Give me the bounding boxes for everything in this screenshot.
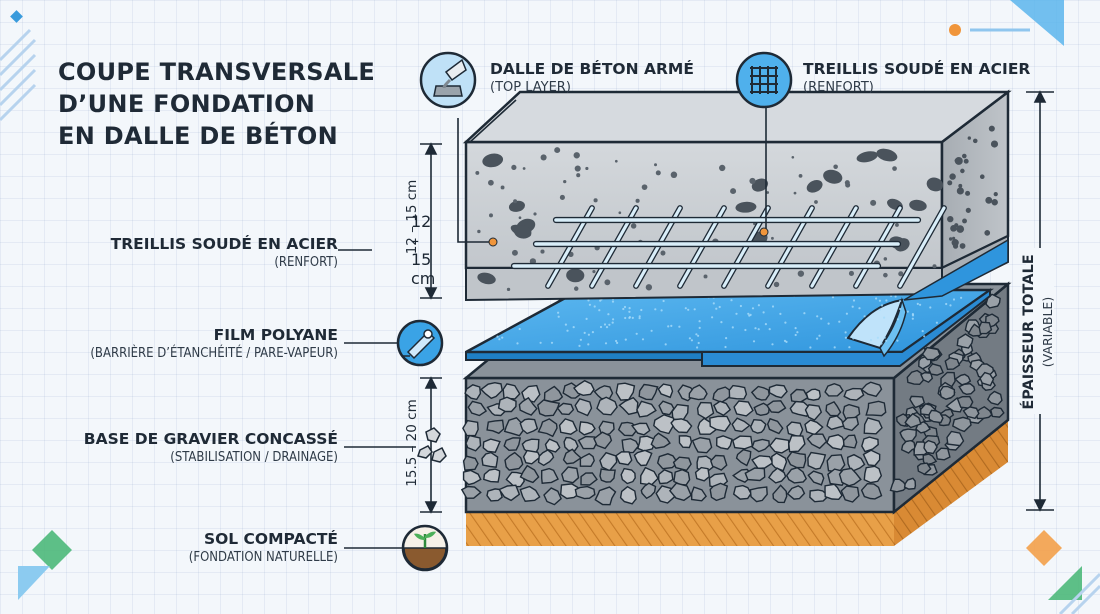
callout-concrete-title: DALLE DE BÉTON ARMÉ	[490, 60, 694, 78]
label-polyane-film: FILM POLYANE (BARRIÈRE D’ÉTANCHÉITÉ / PA…	[18, 325, 338, 363]
label-soil-subtitle: (FONDATION NATURELLE)	[188, 550, 338, 565]
total-thickness-title: ÉPAISSEUR TOTALE	[1021, 254, 1037, 410]
title-line-2: D’UNE FONDATION	[58, 90, 316, 118]
soil-icon	[401, 524, 449, 572]
label-mesh-title: TREILLIS SOUDÉ EN ACIER	[110, 235, 338, 253]
polyane-film	[465, 288, 994, 367]
label-steel-mesh: TREILLIS SOUDÉ EN ACIER (RENFORT)	[18, 234, 338, 272]
label-polyane-title: FILM POLYANE	[213, 326, 338, 344]
label-compacted-soil: SOL COMPACTÉ (FONDATION NATURELLE)	[18, 529, 338, 567]
concrete-slab	[462, 89, 1012, 302]
callout-concrete-slab: DALLE DE BÉTON ARMÉ (TOP LAYER)	[490, 59, 694, 97]
label-mesh-subtitle: (RENFORT)	[274, 255, 338, 270]
dimension-total-label: ÉPAISSEUR TOTALE (VARIABLE)	[1019, 247, 1063, 417]
dimension-slab-label: 12 – 15 cm	[404, 179, 420, 255]
callout-steel-mesh: TREILLIS SOUDÉ EN ACIER (RENFORT)	[803, 59, 1030, 97]
total-thickness-subtitle: (VARIABLE)	[1040, 296, 1055, 368]
title-line-1: COUPE TRANSVERSALE	[58, 58, 376, 86]
label-soil-title: SOL COMPACTÉ	[203, 530, 338, 548]
callout-concrete-subtitle: (TOP LAYER)	[490, 80, 571, 95]
leader-lines	[338, 99, 767, 549]
film-roll-icon	[396, 319, 444, 367]
label-gravel-subtitle: (STABILISATION / DRAINAGE)	[170, 450, 338, 465]
label-polyane-subtitle: (BARRIÈRE D’ÉTANCHÉITÉ / PARE-VAPEUR)	[90, 346, 338, 361]
callout-mesh-title: TREILLIS SOUDÉ EN ACIER	[803, 60, 1031, 78]
page-title: COUPE TRANSVERSALE D’UNE FONDATION EN DA…	[58, 56, 418, 152]
label-gravel-title: BASE DE GRAVIER CONCASSÉ	[83, 430, 338, 448]
gravel-icon	[417, 427, 447, 463]
label-gravel-base: BASE DE GRAVIER CONCASSÉ (STABILISATION …	[18, 429, 338, 467]
dimension-gravel-label: 15.5 – 20 cm	[404, 399, 420, 487]
callout-mesh-subtitle: (RENFORT)	[803, 80, 874, 95]
concrete-pour-icon	[419, 51, 477, 109]
rebar-mesh	[510, 205, 947, 289]
mesh-grid-icon	[735, 51, 793, 109]
title-line-3: EN DALLE DE BÉTON	[58, 122, 338, 150]
